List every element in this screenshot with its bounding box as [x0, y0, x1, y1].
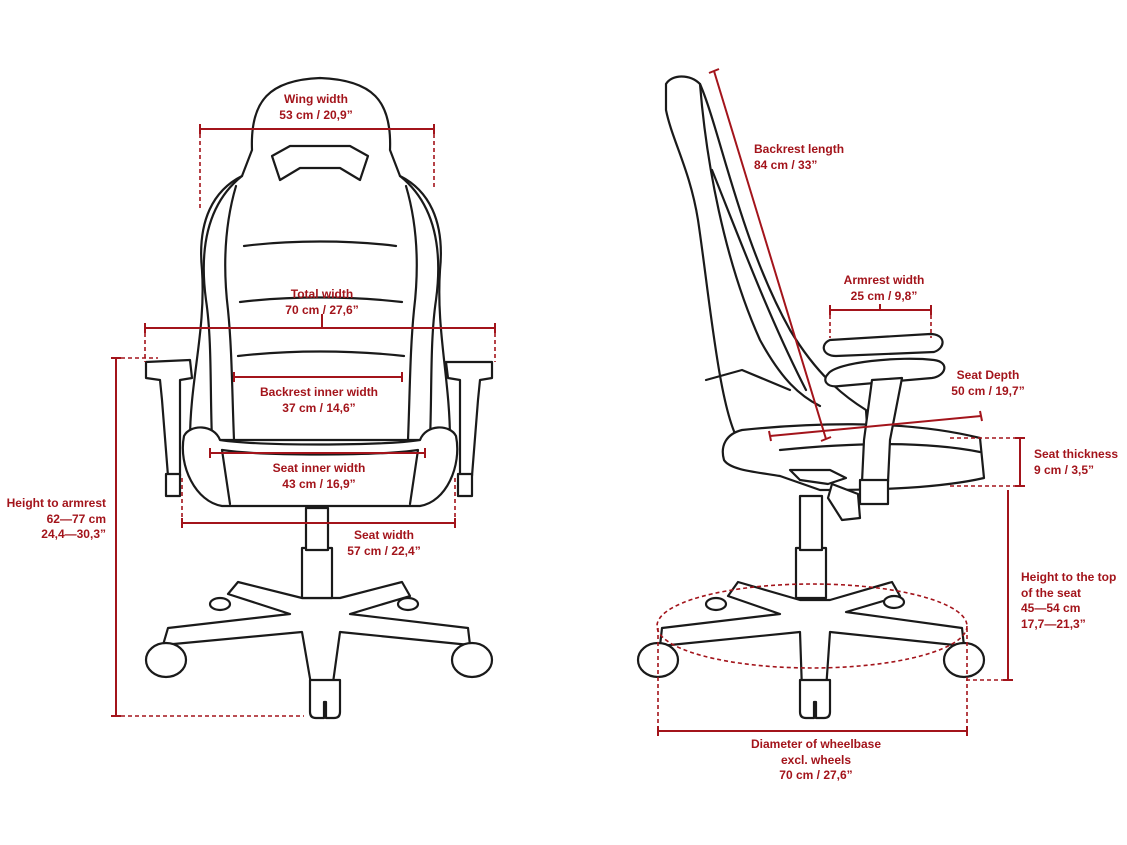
- wing-width-label: Wing width 53 cm / 20,9”: [279, 92, 352, 123]
- total-width-label: Total width 70 cm / 27,6”: [285, 287, 358, 318]
- height-to-seat-title-1: Height to the top: [1021, 570, 1117, 584]
- backrest-length-value: 84 cm / 33”: [754, 157, 818, 172]
- side-seat: [721, 423, 986, 492]
- wheelbase-diameter-value: 70 cm / 27,6”: [779, 768, 853, 782]
- front-wheel-right: [450, 641, 494, 679]
- front-armrest-right: [444, 360, 494, 478]
- armrest-width-label: Armrest width 25 cm / 9,8”: [844, 273, 925, 304]
- seat-depth-title: Seat Depth: [956, 368, 1020, 382]
- seat-inner-width-title: Seat inner width: [272, 461, 366, 475]
- side-caster-back: [704, 596, 728, 612]
- height-to-armrest-label: Height to armrest 62—77 cm 24,4—30,3”: [7, 496, 106, 543]
- seat-inner-width-label: Seat inner width 43 cm / 16,9”: [273, 461, 366, 492]
- front-view-chair: [144, 76, 494, 720]
- height-to-seat-value-in: 17,7—21,3”: [1021, 616, 1086, 631]
- wheelbase-diameter-label: Diameter of wheelbase excl. wheels 70 cm…: [751, 737, 881, 784]
- seat-width-label: Seat width 57 cm / 22,4”: [347, 528, 420, 559]
- wing-width-value: 53 cm / 20,9”: [279, 107, 353, 122]
- front-backrest-wing-right: [398, 174, 440, 442]
- total-width-title: Total width: [290, 287, 354, 301]
- backrest-length-line: [713, 70, 827, 440]
- wheelbase-diameter-title-2: excl. wheels: [780, 752, 852, 767]
- height-to-seat-label: Height to the top of the seat 45—54 cm 1…: [1021, 570, 1116, 632]
- seat-thickness-value: 9 cm / 3,5”: [1034, 462, 1095, 477]
- seat-inner-width-value: 43 cm / 16,9”: [282, 476, 356, 491]
- front-backrest-wing-left: [202, 174, 244, 442]
- side-dimensions: [656, 68, 1025, 736]
- backrest-length-title: Backrest length: [754, 142, 845, 156]
- front-caster-left: [208, 596, 232, 612]
- wheelbase-diameter-title-1: Diameter of wheelbase: [750, 737, 882, 751]
- seat-width-value: 57 cm / 22,4”: [347, 543, 421, 558]
- seat-thickness-label: Seat thickness 9 cm / 3,5”: [1034, 447, 1118, 478]
- height-to-armrest-title: Height to armrest: [6, 496, 106, 510]
- backrest-inner-width-value: 37 cm / 14,6”: [282, 400, 356, 415]
- side-gas-cylinder-lower: [794, 546, 828, 600]
- side-wheel-right: [942, 641, 986, 679]
- front-wheel-center: [308, 678, 342, 720]
- side-seat-mechanism: [788, 468, 848, 486]
- height-to-seat-title-2: of the seat: [1021, 585, 1082, 600]
- backrest-inner-width-label: Backrest inner width 37 cm / 14,6”: [260, 385, 378, 416]
- wing-width-title: Wing width: [284, 92, 348, 106]
- front-caster-right: [396, 596, 420, 612]
- side-view-chair: [636, 75, 986, 720]
- front-gas-cylinder-lower: [300, 546, 334, 600]
- front-gas-cylinder-upper: [304, 506, 330, 552]
- height-to-armrest-value-cm: 62—77 cm: [46, 511, 106, 526]
- front-headrest-cutout: [270, 144, 370, 182]
- front-dimensions: [111, 124, 496, 717]
- side-gas-cylinder-upper: [798, 494, 824, 552]
- height-to-seat-value-cm: 45—54 cm: [1021, 601, 1081, 615]
- side-backrest: [664, 75, 870, 452]
- seat-depth-line: [769, 415, 982, 437]
- seat-thickness-title: Seat thickness: [1034, 447, 1119, 461]
- armrest-width-title: Armrest width: [843, 273, 925, 287]
- armrest-width-value: 25 cm / 9,8”: [850, 288, 918, 303]
- seat-depth-label: Seat Depth 50 cm / 19,7”: [951, 368, 1024, 399]
- seat-depth-value: 50 cm / 19,7”: [951, 383, 1025, 398]
- height-to-armrest-value-in: 24,4—30,3”: [41, 527, 106, 541]
- backrest-length-label: Backrest length 84 cm / 33”: [754, 142, 844, 173]
- front-wheel-left: [144, 641, 188, 679]
- side-armrest-pad: [822, 332, 944, 358]
- front-backrest-shell: [188, 76, 452, 442]
- front-seat: [181, 426, 459, 508]
- side-wheel-center: [798, 678, 832, 720]
- total-width-value: 70 cm / 27,6”: [285, 302, 359, 317]
- side-caster-front: [882, 594, 906, 610]
- backrest-inner-width-title: Backrest inner width: [259, 385, 379, 399]
- seat-width-title: Seat width: [353, 528, 415, 542]
- wheelbase-ellipse: [656, 583, 968, 669]
